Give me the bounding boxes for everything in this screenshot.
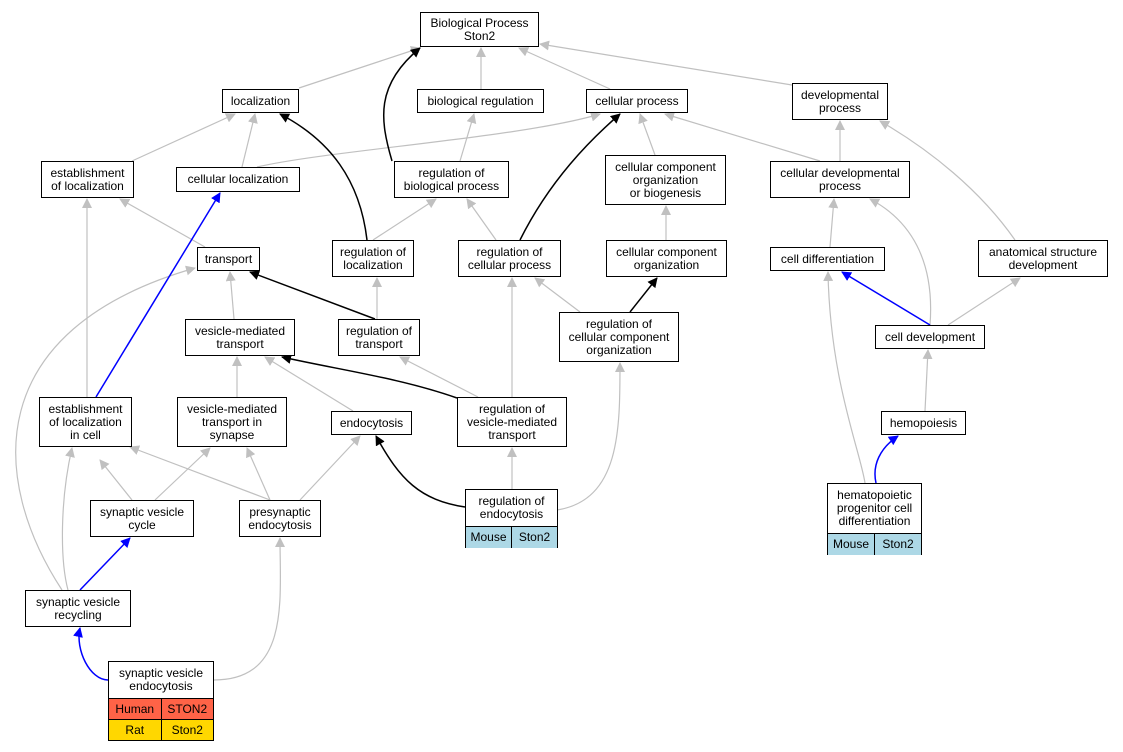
node-synaptic-vesicle-recycling[interactable]: synaptic vesicle recycling: [25, 590, 131, 627]
node-hemopoiesis[interactable]: hemopoiesis: [881, 411, 966, 435]
edge-celldev-to-celldiff: [841, 271, 931, 326]
gene-label: STON2: [160, 699, 214, 719]
edge-regcco-to-regcell: [534, 277, 581, 313]
node-cellular-component-organization[interactable]: cellular component organization: [606, 240, 727, 277]
gene-label: Ston2: [511, 527, 557, 548]
species-label: Rat: [125, 722, 145, 737]
edge-celldiff-to-celldevproc: [828, 198, 839, 248]
node-cellular-localization[interactable]: cellular localization: [176, 167, 300, 192]
table-title: hematopoietic progenitor cell differenti…: [828, 484, 921, 533]
edge-regcell-to-regbio: [466, 198, 497, 241]
node-regulation-of-localization[interactable]: regulation of localization: [332, 240, 414, 277]
edge-regbio-to-bioreg: [459, 113, 477, 162]
edge-anat-to-devproc: [879, 120, 1016, 241]
edge-hpcd-to-hemo: [874, 435, 899, 484]
node-vesicle-mediated-transport[interactable]: vesicle-mediated transport: [185, 319, 295, 356]
edge-regendo-to-regcco: [556, 362, 625, 511]
node-presynaptic-endocytosis[interactable]: presynaptic endocytosis: [239, 500, 321, 537]
node-hematopoietic-progenitor-cell-differentiation[interactable]: hematopoietic progenitor cell differenti…: [827, 483, 922, 555]
species-label: Mouse: [470, 530, 507, 544]
edge-regloc-to-localization: [279, 113, 368, 241]
edge-regvmt-to-vmt: [281, 354, 458, 399]
edge-cellloc-to-cellproc: [256, 111, 601, 168]
edge-regendo-to-endo: [375, 435, 466, 508]
table-title: regulation of endocytosis: [466, 490, 557, 526]
species-label: Mouse: [832, 537, 870, 551]
edge-svr-to-transport: [15, 265, 196, 591]
node-biological-regulation[interactable]: biological regulation: [417, 89, 544, 113]
species-label: Human: [115, 701, 155, 716]
edge-regloc-to-regbio: [372, 198, 437, 241]
edge-regbio-to-bp: [383, 47, 421, 162]
node-vesicle-mediated-transport-in-synapse[interactable]: vesicle-mediated transport in synapse: [177, 397, 287, 447]
edge-localization-to-bp: [298, 46, 421, 89]
node-cellular-component-organization-or-biogenesis[interactable]: cellular component organization or bioge…: [605, 155, 726, 205]
node-regulation-of-cellular-process[interactable]: regulation of cellular process: [458, 240, 561, 277]
edge-cellproc-to-bp: [518, 47, 611, 90]
node-establishment-of-localization[interactable]: establishment of localization: [41, 161, 134, 198]
edge-hpcd-to-celldiff: [823, 271, 866, 484]
edge-devproc-to-bp: [539, 40, 793, 86]
node-synaptic-vesicle-cycle[interactable]: synaptic vesicle cycle: [90, 500, 194, 537]
edge-vmt-to-transport: [225, 271, 236, 320]
node-cell-development[interactable]: cell development: [875, 325, 985, 349]
edge-celldevproc-to-cellproc: [664, 111, 821, 162]
edge-svc-to-vmts: [154, 447, 211, 501]
edge-sve-to-svr: [73, 627, 109, 681]
edge-celldev-to-anat: [947, 277, 1021, 326]
gene-label: Ston2: [874, 534, 921, 555]
node-synaptic-vesicle-endocytosis[interactable]: synaptic vesicle endocytosis Human STON2…: [108, 661, 214, 741]
species-row-human: Human STON2: [109, 698, 213, 719]
node-regulation-of-biological-process[interactable]: regulation of biological process: [394, 161, 509, 198]
edge-preendo-to-endo: [299, 435, 361, 501]
gene-label: Ston2: [160, 720, 214, 740]
edge-preendo-to-estcell: [129, 445, 271, 501]
node-cellular-developmental-process[interactable]: cellular developmental process: [770, 161, 910, 198]
edge-regcco-to-cco: [629, 277, 658, 313]
node-regulation-of-endocytosis[interactable]: regulation of endocytosis Mouse Ston2: [465, 489, 558, 548]
edge-regcell-to-cellproc: [519, 113, 621, 241]
edge-cellloc-to-localization: [241, 113, 258, 168]
node-anatomical-structure-development[interactable]: anatomical structure development: [978, 240, 1108, 277]
species-row-mouse: Mouse Ston2: [466, 526, 557, 548]
node-regulation-of-transport[interactable]: regulation of transport: [338, 319, 420, 356]
edge-regvmt-to-regtrans: [399, 356, 479, 398]
edge-celldev-to-celldevproc: [869, 198, 932, 326]
node-developmental-process[interactable]: developmental process: [792, 83, 888, 120]
edge-estcell-to-cellloc: [95, 192, 221, 398]
node-biological-process[interactable]: Biological Process Ston2: [420, 12, 539, 47]
edge-transport-to-estloc: [119, 198, 206, 248]
node-transport[interactable]: transport: [197, 247, 260, 271]
edge-hemo-to-celldev: [922, 349, 933, 412]
edge-preendo-to-vmts: [246, 447, 271, 501]
edge-endo-to-vmt: [264, 356, 354, 412]
edge-estloc-to-localization: [131, 113, 236, 162]
node-endocytosis[interactable]: endocytosis: [331, 411, 412, 435]
node-regulation-of-cellular-component-organization[interactable]: regulation of cellular component organiz…: [559, 312, 679, 362]
edge-ccob-to-cellproc: [638, 113, 656, 156]
edge-sve-to-preendo: [213, 537, 286, 681]
edge-svc-to-estcell: [99, 459, 133, 501]
node-establishment-of-localization-in-cell[interactable]: establishment of localization in cell: [39, 397, 132, 447]
node-regulation-of-vesicle-mediated-transport[interactable]: regulation of vesicle-mediated transport: [457, 397, 567, 447]
species-row-mouse: Mouse Ston2: [828, 533, 921, 555]
species-row-rat: Rat Ston2: [109, 719, 213, 740]
edge-regtrans-to-transport: [249, 270, 376, 320]
node-cell-differentiation[interactable]: cell differentiation: [770, 247, 885, 271]
edge-svr-to-estcell: [61, 447, 75, 591]
node-localization[interactable]: localization: [222, 89, 299, 113]
node-cellular-process[interactable]: cellular process: [586, 89, 688, 113]
table-title: synaptic vesicle endocytosis: [109, 662, 213, 698]
edge-svr-to-svc: [79, 537, 131, 591]
